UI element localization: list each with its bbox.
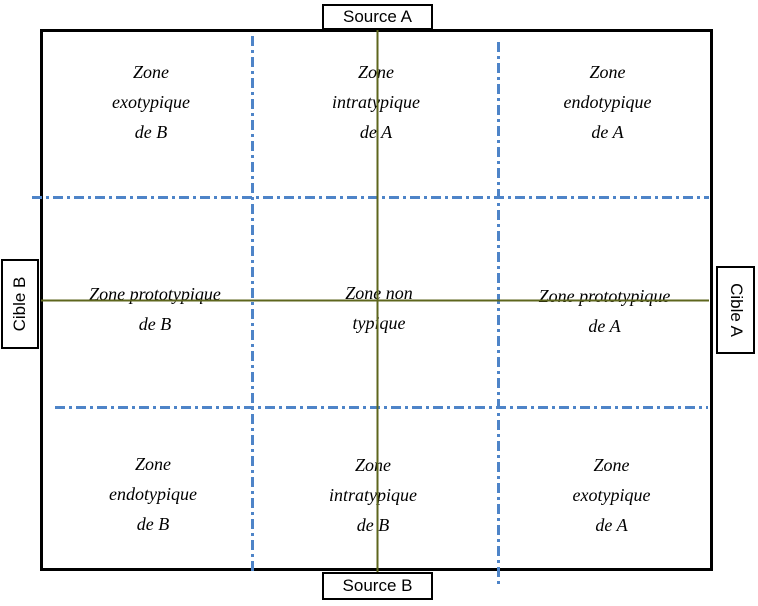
zone-box-endotypique-a: Zone endotypique de A xyxy=(547,57,668,147)
zone-box-non-typique: Zone non typique xyxy=(305,267,453,348)
source-b-tab: Source B xyxy=(322,572,433,600)
zone-label-line: Zone xyxy=(133,62,169,82)
zone-box-prototypique-b: Zone prototypique de B xyxy=(63,265,247,353)
cible-b-tab: Cible B xyxy=(1,259,39,349)
cible-a-tab: Cible A xyxy=(716,266,755,354)
zone-label-line: Zone prototypique xyxy=(538,286,671,306)
cible-b-label: Cible B xyxy=(10,276,29,332)
zone-label-line: exotypique xyxy=(112,92,190,112)
zone-box-exotypique-a: Zone exotypique de A xyxy=(550,450,673,540)
zone-box-prototypique-a: Zone prototypique de A xyxy=(512,266,697,356)
zone-label-line: Zone xyxy=(589,62,626,82)
zone-label-line: Zone non xyxy=(345,282,413,303)
zone-label-line: endotypique xyxy=(563,92,652,112)
zone-label-line: Zone prototypique xyxy=(89,284,221,304)
zone-label-line: de B xyxy=(136,514,170,534)
zone-box-intratypique-a: Zone intratypique de A xyxy=(316,57,436,147)
zone-label-line: Zone xyxy=(358,62,394,82)
zone-box-intratypique-b: Zone intratypique de B xyxy=(313,450,433,540)
zone-label-line: intratypique xyxy=(332,92,420,112)
zone-label-line: de B xyxy=(138,314,172,334)
zone-label-line: de A xyxy=(359,122,393,142)
zone-label-line: Zone xyxy=(593,455,630,475)
zone-label-line: typique xyxy=(352,312,406,333)
cible-a-label: Cible A xyxy=(726,283,746,337)
zone-label-line: Zone xyxy=(355,455,391,475)
zone-box-exotypique-b: Zone exotypique de B xyxy=(90,57,212,147)
zone-label-line: intratypique xyxy=(329,485,417,505)
source-b-label: Source B xyxy=(342,576,413,595)
zone-label-line: exotypique xyxy=(572,485,651,505)
zone-label-line: de A xyxy=(588,316,621,336)
zone-label-line: Zone xyxy=(135,454,171,474)
source-a-tab: Source A xyxy=(322,4,433,30)
zone-label-line: de B xyxy=(134,122,168,142)
zone-label-line: endotypique xyxy=(109,484,197,504)
source-a-label: Source A xyxy=(343,7,412,26)
zone-label-line: de A xyxy=(591,122,624,142)
zone-label-line: de A xyxy=(595,515,628,535)
zone-box-endotypique-b: Zone endotypique de B xyxy=(92,448,214,540)
zone-label-line: de B xyxy=(356,515,390,535)
